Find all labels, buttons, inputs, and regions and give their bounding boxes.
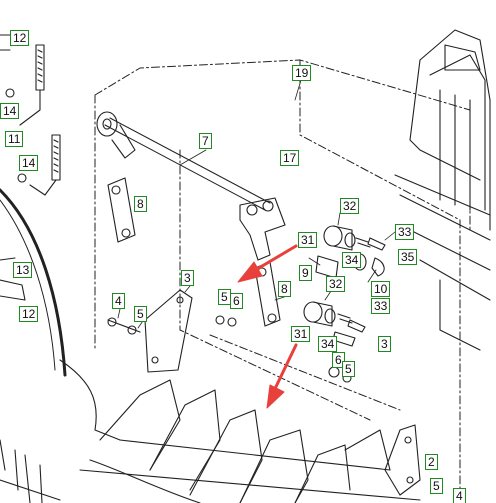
callout-31-upper: 31 xyxy=(298,232,318,248)
callout-13: 13 xyxy=(13,262,33,278)
bracket-upper xyxy=(107,177,136,243)
lower-left-bracket xyxy=(0,257,26,301)
callout-5-mid: 5 xyxy=(218,289,231,305)
callout-35: 35 xyxy=(398,249,418,265)
callout-5-lower: 5 xyxy=(342,361,355,377)
callout-3-right: 3 xyxy=(378,336,391,352)
upper-bushings xyxy=(315,225,386,279)
right-housing xyxy=(394,29,491,351)
callout-14-mid: 14 xyxy=(19,155,39,171)
callout-5-bottom: 5 xyxy=(430,478,443,494)
callout-4-bottom: 4 xyxy=(453,488,466,503)
callout-8-upper: 8 xyxy=(134,196,147,212)
plate-left xyxy=(107,289,193,373)
shaft xyxy=(96,111,271,211)
callout-9: 9 xyxy=(299,265,312,281)
frame-outline xyxy=(94,59,471,491)
callout-32-upper: 32 xyxy=(340,198,360,214)
callout-19: 19 xyxy=(292,65,312,81)
callout-5-left: 5 xyxy=(134,306,147,322)
callout-33-lower: 33 xyxy=(371,298,391,314)
callout-34-upper: 34 xyxy=(342,252,362,268)
callout-33-upper: 33 xyxy=(395,224,415,240)
callout-31-lower: 31 xyxy=(291,326,311,342)
callout-10: 10 xyxy=(371,281,391,297)
callout-4-left: 4 xyxy=(112,293,125,309)
plate-right xyxy=(384,424,421,496)
callout-6-left: 6 xyxy=(230,293,243,309)
louvre-panel xyxy=(59,359,421,503)
callout-6-lower: 6 xyxy=(332,352,345,368)
callout-12-lower: 12 xyxy=(19,306,39,322)
callout-34-lower: 34 xyxy=(318,336,338,352)
callout-2: 2 xyxy=(425,454,438,470)
callout-7: 7 xyxy=(199,133,212,149)
red-arrows xyxy=(237,244,298,409)
callout-17: 17 xyxy=(280,150,300,166)
callout-11: 11 xyxy=(5,131,24,147)
curved-panel xyxy=(0,188,67,377)
callout-3-left: 3 xyxy=(181,270,194,286)
callout-32-lower: 32 xyxy=(326,276,346,292)
lever-assembly xyxy=(239,197,286,327)
bottom-posts xyxy=(0,439,61,503)
callout-12-top: 12 xyxy=(10,30,30,46)
callout-14-top: 14 xyxy=(0,103,20,119)
small-fasteners xyxy=(215,315,237,327)
springs xyxy=(0,34,61,196)
callout-8-lower: 8 xyxy=(278,281,291,297)
